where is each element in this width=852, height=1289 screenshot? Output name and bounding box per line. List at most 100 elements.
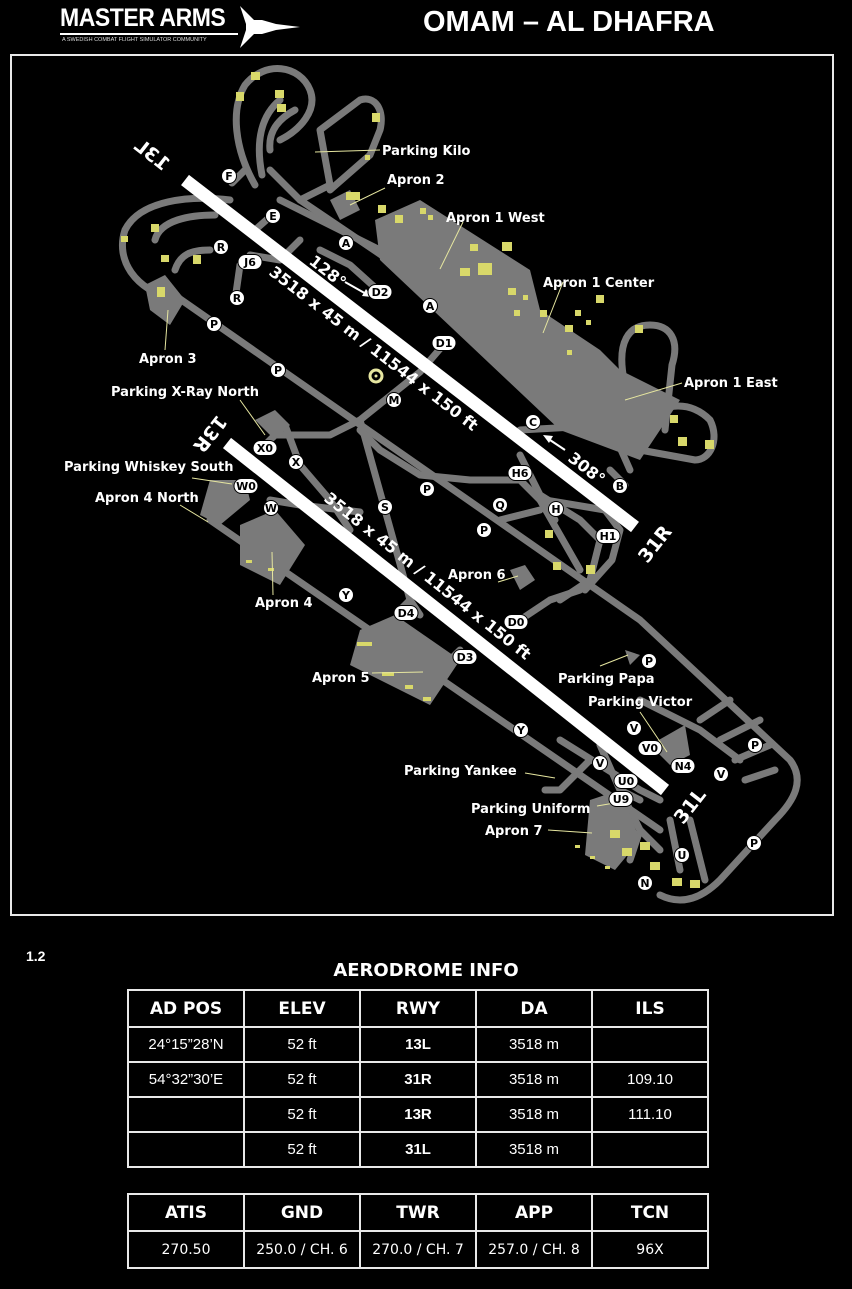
elev-cell: 52 ft bbox=[243, 1061, 361, 1098]
svg-text:B: B bbox=[616, 480, 624, 493]
svg-text:Q: Q bbox=[495, 499, 504, 512]
label-apron-5: Apron 5 bbox=[312, 671, 370, 686]
column-header: TCN bbox=[591, 1193, 709, 1232]
label-apron-3: Apron 3 bbox=[139, 352, 197, 367]
taxiway-label-a: A bbox=[338, 235, 354, 251]
svg-text:U9: U9 bbox=[613, 793, 630, 806]
taxiway-label-u0: U0 bbox=[613, 773, 639, 789]
control-tower-icon bbox=[368, 368, 384, 384]
svg-text:P: P bbox=[750, 837, 758, 850]
rwy-cell: 13L bbox=[359, 1026, 477, 1063]
table-row: 270.50 250.0 / CH. 6 270.0 / CH. 7 257.0… bbox=[127, 1230, 709, 1269]
svg-text:U0: U0 bbox=[618, 775, 635, 788]
taxiway-label-v: V bbox=[626, 720, 642, 736]
column-header: TWR bbox=[359, 1193, 477, 1232]
svg-text:F: F bbox=[225, 170, 233, 183]
taxiway-label-p: P bbox=[270, 362, 286, 378]
taxiway-label-j6: J6 bbox=[237, 254, 263, 270]
taxiway-label-v: V bbox=[592, 755, 608, 771]
taxiway-label-p: P bbox=[746, 835, 762, 851]
svg-text:P: P bbox=[645, 655, 653, 668]
label-apron-1-center: Apron 1 Center bbox=[543, 276, 655, 291]
label-apron-2: Apron 2 bbox=[387, 173, 445, 188]
taxiway-label-b: B bbox=[612, 478, 628, 494]
leader-lines bbox=[164, 149, 683, 834]
aerodrome-info-title: AERODROME INFO bbox=[333, 960, 519, 981]
taxiway-label-m: M bbox=[386, 392, 402, 408]
column-header: GND bbox=[243, 1193, 361, 1232]
svg-text:S: S bbox=[381, 501, 389, 514]
column-header: ILS bbox=[591, 989, 709, 1028]
ils-cell: 111.10 bbox=[591, 1096, 709, 1133]
taxiway-label-d4: D4 bbox=[393, 605, 419, 621]
svg-text:D4: D4 bbox=[398, 607, 415, 620]
table-row: 54°32”30’E 52 ft 31R 3518 m 109.10 bbox=[127, 1061, 709, 1098]
table-header-row: ATIS GND TWR APP TCN bbox=[127, 1193, 709, 1232]
label-parking-kilo: Parking Kilo bbox=[382, 144, 471, 159]
taxiway-label-r: R bbox=[213, 239, 229, 255]
taxiway-label-u9: U9 bbox=[608, 791, 634, 807]
aerodrome-info-table: AD POS ELEV RWY DA ILS 24°15”28’N 52 ft … bbox=[127, 989, 709, 1168]
label-apron-7: Apron 7 bbox=[485, 824, 543, 839]
label-apron-1-east: Apron 1 East bbox=[684, 376, 778, 391]
taxiway-label-v0: V0 bbox=[637, 740, 663, 756]
da-cell: 3518 m bbox=[475, 1061, 593, 1098]
label-apron-4-north: Apron 4 North bbox=[95, 491, 199, 506]
svg-text:P: P bbox=[480, 524, 488, 537]
column-header: AD POS bbox=[127, 989, 245, 1028]
label-parking-victor: Parking Victor bbox=[588, 695, 693, 710]
svg-text:D0: D0 bbox=[508, 616, 525, 629]
heading-arrow-308 bbox=[543, 435, 566, 451]
taxiway-label-s: S bbox=[377, 499, 393, 515]
taxiway-label-w0: W0 bbox=[233, 478, 259, 494]
taxiway-label-p: P bbox=[419, 481, 435, 497]
taxiway-label-x0: X0 bbox=[252, 440, 278, 456]
svg-text:J6: J6 bbox=[243, 256, 256, 269]
taxiway-label-p: P bbox=[641, 653, 657, 669]
taxiway-label-x: X bbox=[288, 454, 304, 470]
taxiway-label-d3: D3 bbox=[452, 649, 478, 665]
taxiway-label-p: P bbox=[206, 316, 222, 332]
jet-icon bbox=[240, 6, 300, 48]
taxiway-label-p: P bbox=[476, 522, 492, 538]
taxiway-label-n: N bbox=[637, 875, 653, 891]
ils-cell bbox=[591, 1131, 709, 1168]
taxiway-label-n4: N4 bbox=[670, 758, 696, 774]
svg-text:V0: V0 bbox=[642, 742, 659, 755]
ad-pos-cell bbox=[127, 1131, 245, 1168]
table-row: 24°15”28’N 52 ft 13L 3518 m bbox=[127, 1026, 709, 1063]
taxiway-label-f: F bbox=[221, 168, 237, 184]
taxiway-label-e: E bbox=[265, 208, 281, 224]
taxiway-label-r: R bbox=[229, 290, 245, 306]
svg-text:W0: W0 bbox=[236, 480, 256, 493]
taxiway-label-d2: D2 bbox=[367, 284, 393, 300]
master-arms-logo: MASTER ARMS A SWEDISH COMBAT FLIGHT SIMU… bbox=[60, 4, 305, 48]
svg-text:W: W bbox=[265, 502, 277, 515]
logo-title: MASTER ARMS bbox=[60, 4, 226, 32]
ad-pos-cell: 54°32”30’E bbox=[127, 1061, 245, 1098]
svg-text:R: R bbox=[217, 241, 226, 254]
taxiway-label-h1: H1 bbox=[595, 528, 621, 544]
label-parking-yankee: Parking Yankee bbox=[404, 764, 517, 779]
rwy-cell: 31L bbox=[359, 1131, 477, 1168]
label-parking-whiskey-south: Parking Whiskey South bbox=[64, 460, 233, 475]
taxiway-label-p: P bbox=[747, 737, 763, 753]
svg-text:D3: D3 bbox=[457, 651, 474, 664]
ad-pos-cell: 24°15”28’N bbox=[127, 1026, 245, 1063]
ils-cell: 109.10 bbox=[591, 1061, 709, 1098]
elev-cell: 52 ft bbox=[243, 1026, 361, 1063]
page-number: 1.2 bbox=[26, 948, 46, 964]
runway-13l-31r bbox=[181, 174, 639, 533]
label-apron-1-west: Apron 1 West bbox=[446, 211, 545, 226]
label-apron-4: Apron 4 bbox=[255, 596, 313, 611]
svg-text:P: P bbox=[274, 364, 282, 377]
svg-text:H6: H6 bbox=[512, 467, 529, 480]
svg-text:A: A bbox=[426, 300, 435, 313]
elev-cell: 52 ft bbox=[243, 1131, 361, 1168]
column-header: ATIS bbox=[127, 1193, 245, 1232]
svg-text:P: P bbox=[423, 483, 431, 496]
da-cell: 3518 m bbox=[475, 1131, 593, 1168]
ad-pos-cell bbox=[127, 1096, 245, 1133]
svg-text:A: A bbox=[342, 237, 351, 250]
